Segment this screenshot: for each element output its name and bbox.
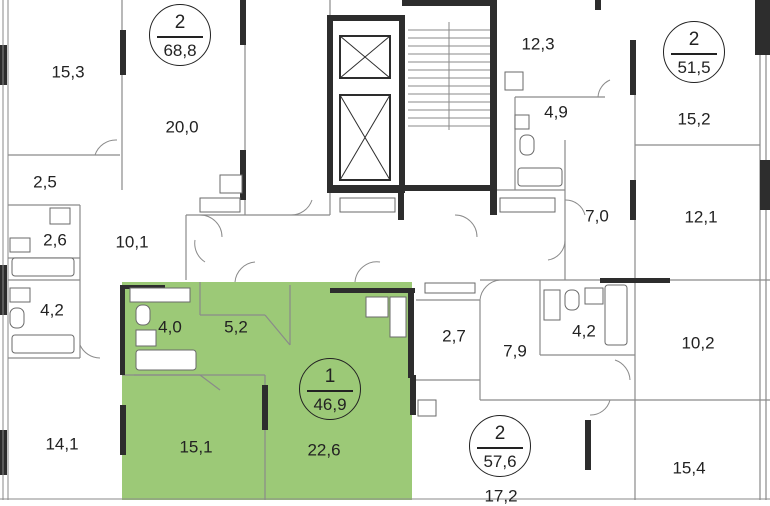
stair-core: [327, 0, 494, 193]
fixtures: [9, 71, 628, 417]
door-swings: [79, 79, 631, 416]
